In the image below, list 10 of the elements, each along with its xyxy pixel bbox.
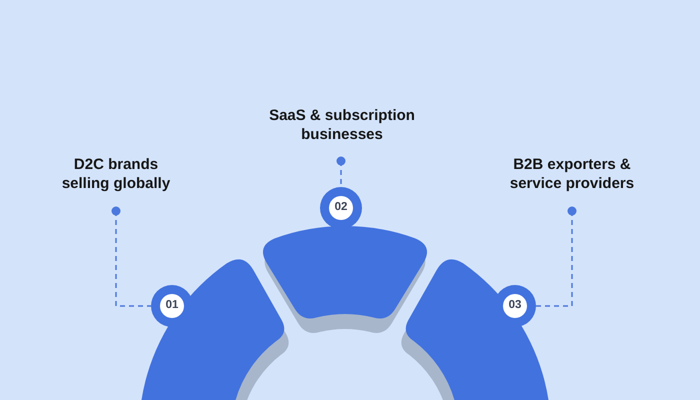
segment-caption: SaaS & subscription businesses <box>268 106 416 144</box>
number-badge <box>320 187 362 229</box>
step-number: 03 <box>503 294 527 318</box>
leader-line <box>536 206 576 307</box>
leader-line <box>336 156 346 187</box>
segment-caption: D2C brands selling globally <box>60 155 172 193</box>
segment-caption: B2B exporters & service providers <box>508 155 636 193</box>
leader-line <box>112 206 151 307</box>
step-number: 02 <box>329 196 353 220</box>
step-number: 01 <box>160 294 184 318</box>
